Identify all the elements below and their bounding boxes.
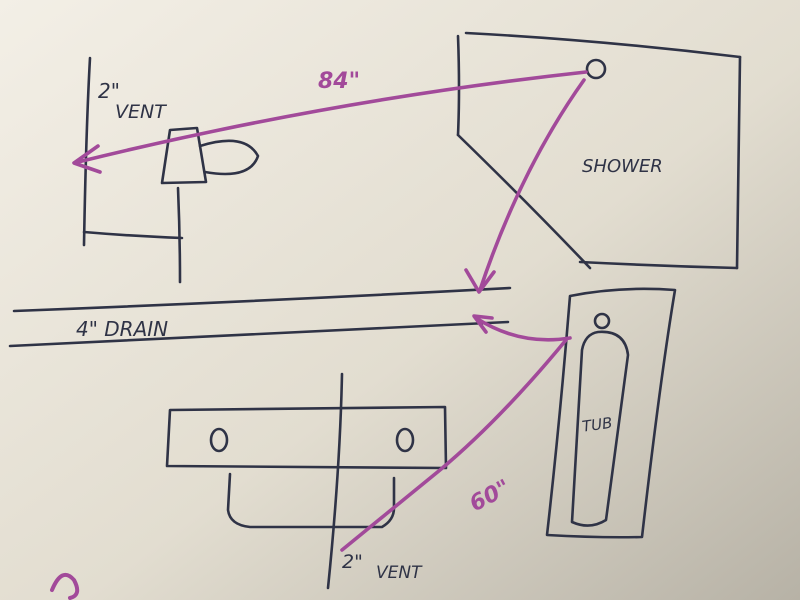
shower-door-diagonal — [456, 133, 592, 270]
tub-to-drain-pipe — [474, 316, 572, 342]
shower-label: SHOWER — [582, 156, 663, 177]
top-vent-stack — [82, 56, 92, 247]
bottom-vent-stack — [326, 372, 344, 590]
drain-pipe-top — [12, 286, 512, 313]
vent-arrow-head — [72, 144, 102, 174]
top-branch-line — [82, 230, 184, 240]
drain-arrow-head-bottom — [472, 314, 494, 334]
shower-drain-circle — [585, 58, 607, 80]
drain-arrow-head-top — [464, 268, 496, 294]
shower-bottom-wall — [578, 260, 739, 270]
tub-inner-basin — [570, 330, 630, 527]
vanity-cabinet — [226, 472, 396, 529]
shower-right-wall — [735, 55, 742, 270]
vent-size-bottom-label: 2" — [342, 551, 363, 573]
vent-word-top-label: VENT — [115, 101, 167, 123]
drain-label: 4" DRAIN — [76, 317, 168, 341]
pencil-drawing — [8, 31, 742, 590]
shower-to-drain-pipe — [478, 78, 586, 292]
toilet-bowl — [198, 139, 260, 176]
marker-pipe-runs — [72, 70, 588, 552]
shower-to-vent-pipe — [76, 70, 588, 164]
pipe-length-top-label: 84" — [318, 69, 360, 94]
tub-outline — [545, 287, 677, 539]
vanity-counter — [165, 405, 448, 470]
tub-label: TUB — [581, 414, 614, 436]
marker-scribble — [50, 572, 80, 600]
toilet-tank — [160, 126, 208, 185]
tub-drain-circle — [593, 312, 611, 330]
vent-size-top-label: 2" — [98, 79, 120, 103]
sink-right-drain — [395, 427, 415, 453]
shower-left-wall — [456, 34, 461, 137]
tub-to-bottom-vent-pipe — [340, 338, 568, 552]
sink-left-drain — [209, 427, 229, 453]
vent-word-bottom-label: VENT — [376, 563, 423, 583]
shower-top-wall — [464, 31, 742, 59]
top-right-vertical — [176, 186, 182, 284]
drain-pipe-bottom — [8, 320, 510, 348]
